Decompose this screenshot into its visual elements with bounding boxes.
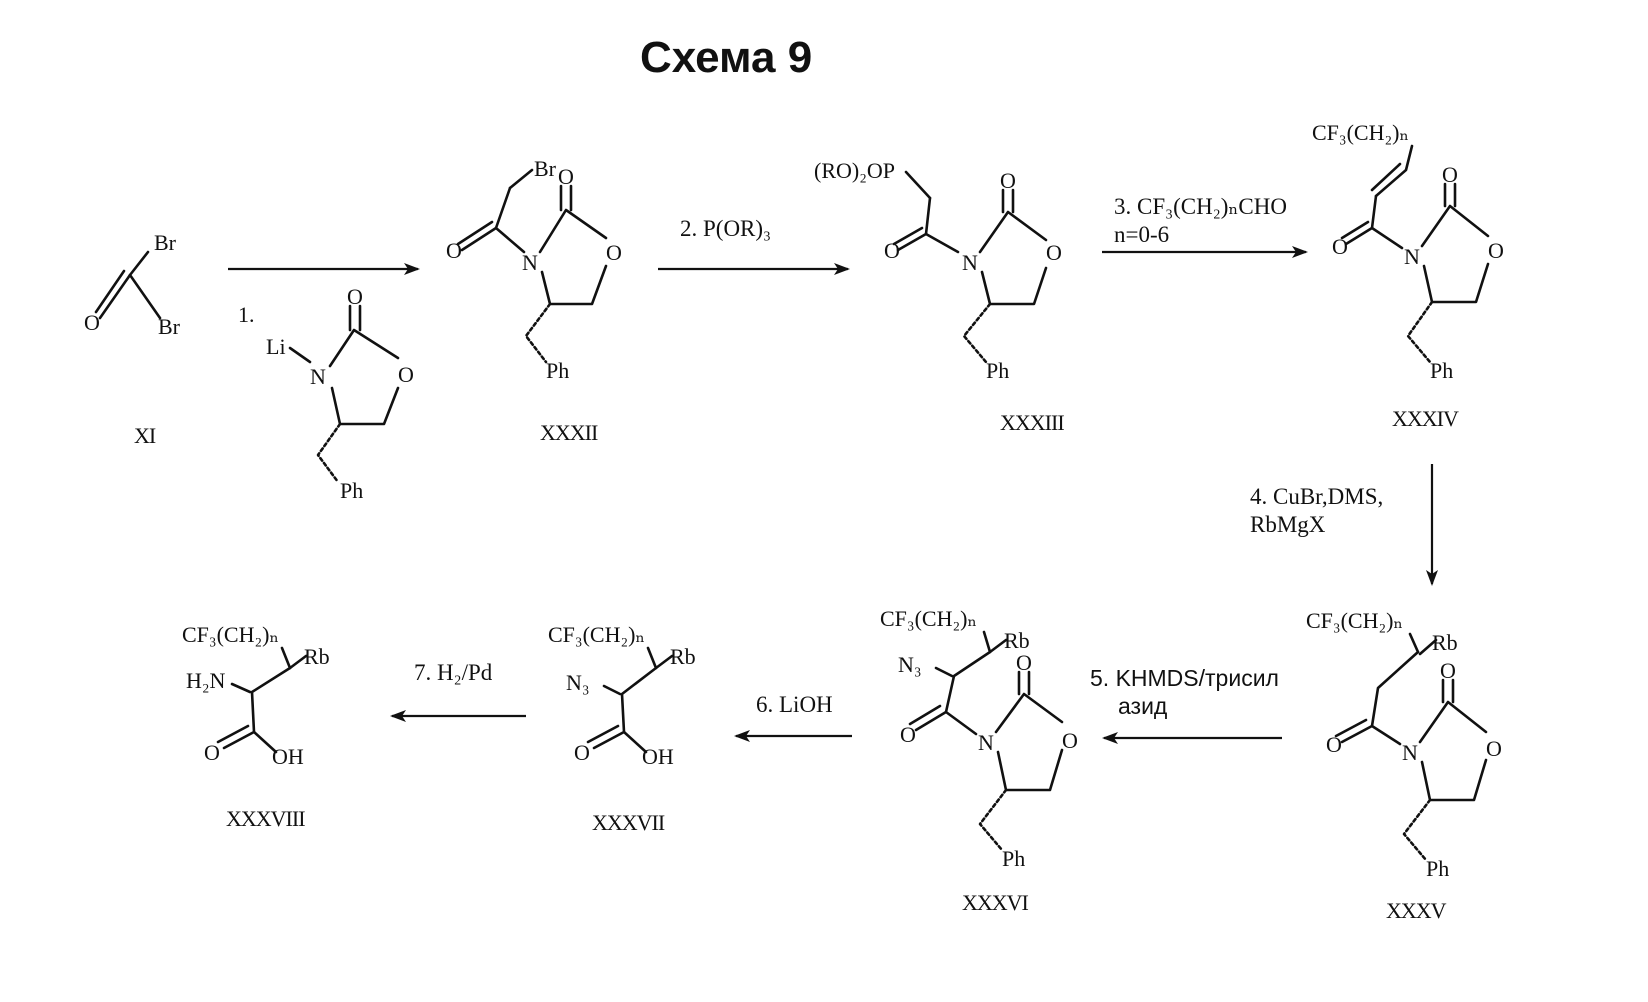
atom-rb: Rb <box>670 644 696 669</box>
atom-o: O <box>1326 732 1342 757</box>
atom-ph: Ph <box>546 358 569 383</box>
atom-o: O <box>1000 168 1016 193</box>
compound-label-xxxiv: XXXIV <box>1392 406 1459 431</box>
group-fluoroalkyl: CF₃(CH₂)ₙ <box>1312 120 1409 145</box>
step-2-label: 2. P(OR)₃ <box>680 216 771 241</box>
atom-n: N <box>1402 740 1418 765</box>
atom-o: O <box>900 722 916 747</box>
atom-rb: Rb <box>1432 630 1458 655</box>
atom-br: Br <box>158 314 181 339</box>
step-3-label-line1: 3. CF₃(CH₂)ₙCHO <box>1114 194 1287 219</box>
atom-br: Br <box>534 156 557 181</box>
step-4-label-line2: RbMgX <box>1250 512 1326 537</box>
atom-o: O <box>204 740 220 765</box>
compound-label-xxxviii: XXXVIII <box>226 806 305 831</box>
atom-li: Li <box>266 334 286 359</box>
group-azide: N₃ <box>566 670 590 695</box>
atom-o: O <box>1488 238 1504 263</box>
compound-label-xxxv: XXXV <box>1386 898 1447 923</box>
atom-n: N <box>962 250 978 275</box>
atom-rb: Rb <box>304 644 330 669</box>
atom-o: O <box>558 164 574 189</box>
step-3-label-line2: n=0-6 <box>1114 222 1169 247</box>
compound-xxxvi: CF₃(CH₂)ₙ Rb N₃ O N O O Ph XXXVI <box>880 606 1078 915</box>
compound-label-xxxiii: XXXIII <box>1000 410 1064 435</box>
atom-o: O <box>1046 240 1062 265</box>
group-fluoroalkyl: CF₃(CH₂)ₙ <box>182 622 279 647</box>
step-4-label-line1: 4. CuBr,DMS, <box>1250 484 1383 509</box>
atom-o: O <box>446 238 462 263</box>
group-hydroxyl: OH <box>642 744 674 769</box>
compound-label-xxxii: XXXII <box>540 420 598 445</box>
atom-o: O <box>1016 650 1032 675</box>
atom-o: O <box>84 310 100 335</box>
compound-xxxvii: CF₃(CH₂)ₙ Rb N₃ O OH XXXVII <box>548 622 696 835</box>
atom-o: O <box>1442 162 1458 187</box>
atom-o: O <box>606 240 622 265</box>
atom-o: O <box>1440 658 1456 683</box>
step-6-label: 6. LiOH <box>756 692 833 717</box>
atom-n: N <box>522 250 538 275</box>
compound-xxxviii: CF₃(CH₂)ₙ Rb H₂N O OH XXXVIII <box>182 622 330 831</box>
atom-o: O <box>1486 736 1502 761</box>
group-fluoroalkyl: CF₃(CH₂)ₙ <box>880 606 977 631</box>
atom-o: O <box>1062 728 1078 753</box>
atom-o: O <box>1332 234 1348 259</box>
atom-o: O <box>574 740 590 765</box>
atom-ph: Ph <box>986 358 1009 383</box>
compound-xxxiii: (RO)₂OP O N O O Ph XXXIII <box>814 158 1064 435</box>
atom-o: O <box>347 284 363 309</box>
compound-label-xxxvii: XXXVII <box>592 810 665 835</box>
atom-n: N <box>978 730 994 755</box>
group-hydroxyl: OH <box>272 744 304 769</box>
compound-xxxiv: CF₃(CH₂)ₙ O N O O Ph XXXIV <box>1312 120 1504 431</box>
step-1-label: 1. <box>238 302 255 327</box>
compound-label-xxxvi: XXXVI <box>962 890 1029 915</box>
compound-xi: Br Br O XI <box>84 230 181 448</box>
atom-ph: Ph <box>340 478 363 503</box>
atom-ph: Ph <box>1002 846 1025 871</box>
atom-br: Br <box>154 230 177 255</box>
atom-n: N <box>310 364 326 389</box>
atom-ph: Ph <box>1426 856 1449 881</box>
compound-xxxv: CF₃(CH₂)ₙ Rb O N O O Ph XXXV <box>1306 608 1502 923</box>
group-amine: H₂N <box>186 668 226 693</box>
step-5-label-line1: 5. KHMDS/трисил <box>1090 665 1279 691</box>
atom-ph: Ph <box>1430 358 1453 383</box>
scheme-title: Схема 9 <box>640 33 812 82</box>
atom-o: O <box>884 238 900 263</box>
group-azide: N₃ <box>898 652 922 677</box>
step-7-label: 7. H₂/Pd <box>414 660 493 685</box>
compound-xxxii: Br O N O O Ph XXXII <box>446 156 622 445</box>
atom-n: N <box>1404 244 1420 269</box>
group-phosphonate: (RO)₂OP <box>814 158 895 183</box>
reagent-li-oxazolidinone: Li N O O Ph <box>266 284 414 503</box>
compound-label-xi: XI <box>134 423 156 448</box>
group-fluoroalkyl: CF₃(CH₂)ₙ <box>1306 608 1403 633</box>
atom-o: O <box>398 362 414 387</box>
group-fluoroalkyl: CF₃(CH₂)ₙ <box>548 622 645 647</box>
step-5-label-line2: азид <box>1118 693 1168 719</box>
